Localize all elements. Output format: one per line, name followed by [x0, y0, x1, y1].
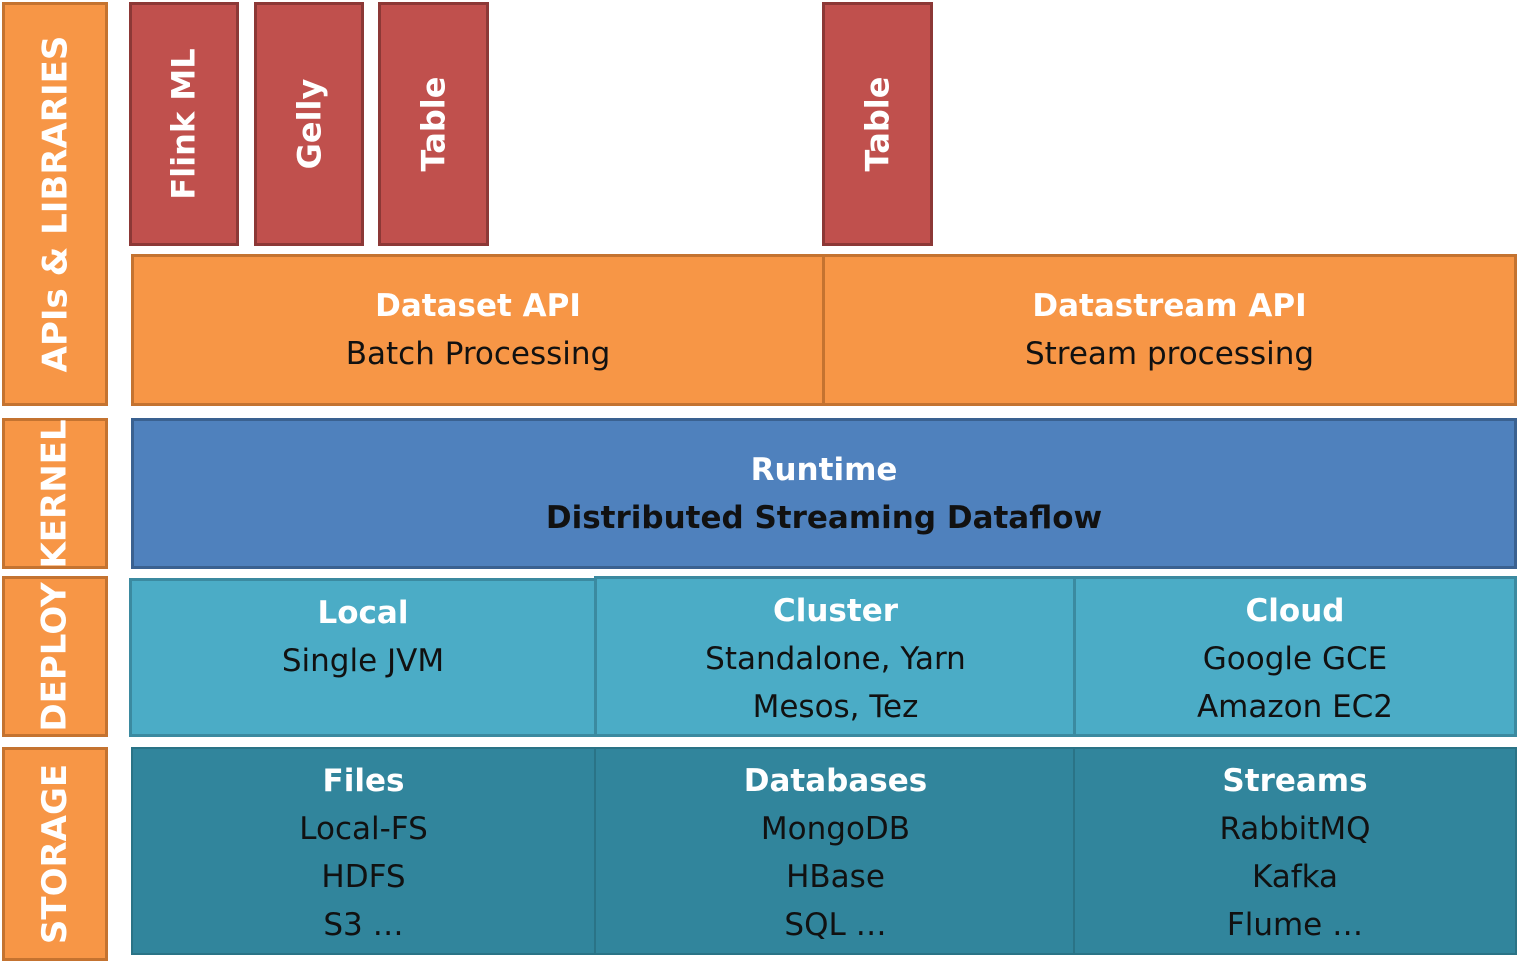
runtime-box: Runtime Distributed Streaming Dataflow [131, 418, 1517, 569]
deploy-local-title: Local [317, 595, 409, 631]
library-table-stream-label: Table [858, 76, 897, 172]
storage-files-line-1: Local-FS [299, 811, 428, 847]
deploy-cloud-title: Cloud [1245, 593, 1345, 629]
layer-label-kernel: KERNEL [2, 418, 108, 569]
runtime-title: Runtime [750, 451, 898, 488]
layer-label-kernel-text: KERNEL [35, 418, 76, 569]
deploy-cloud-line-2: Amazon EC2 [1196, 689, 1394, 725]
dataset-api-box: Dataset API Batch Processing [131, 254, 825, 406]
library-gelly-label: Gelly [289, 78, 328, 170]
deploy-cluster-title: Cluster [772, 593, 899, 629]
storage-databases-line-3: SQL … [784, 907, 887, 943]
storage-databases-line-2: HBase [786, 859, 885, 895]
storage-streams-line-1: RabbitMQ [1219, 811, 1371, 847]
layer-label-deploy: DEPLOY [2, 576, 108, 737]
library-flink-ml-label: Flink ML [165, 48, 204, 200]
deploy-cluster-line-2: Mesos, Tez [752, 689, 919, 725]
dataset-api-subtitle: Batch Processing [345, 336, 611, 372]
storage-databases-box: Databases MongoDB HBase SQL … [594, 747, 1077, 955]
storage-databases-line-1: MongoDB [760, 811, 911, 847]
datastream-api-subtitle: Stream processing [1024, 336, 1315, 372]
runtime-subtitle: Distributed Streaming Dataflow [545, 499, 1103, 536]
dataset-api-title: Dataset API [375, 288, 581, 324]
library-table-stream: Table [822, 2, 933, 246]
deploy-cluster-line-1: Standalone, Yarn [705, 641, 966, 677]
library-flink-ml: Flink ML [129, 2, 239, 246]
deploy-local-box: Local Single JVM [129, 578, 597, 737]
storage-streams-line-3: Flume … [1226, 907, 1364, 943]
datastream-api-box: Datastream API Stream processing [822, 254, 1517, 406]
deploy-cloud-line-1: Google GCE [1202, 641, 1388, 677]
layer-label-storage: STORAGE [2, 747, 108, 961]
storage-streams-line-2: Kafka [1251, 859, 1339, 895]
datastream-api-title: Datastream API [1032, 288, 1307, 324]
library-table-batch: Table [378, 2, 489, 246]
storage-files-title: Files [322, 763, 405, 799]
deploy-local-line-1: Single JVM [281, 643, 445, 679]
storage-databases-title: Databases [743, 763, 928, 799]
deploy-cloud-box: Cloud Google GCE Amazon EC2 [1073, 576, 1517, 737]
library-table-batch-label: Table [414, 76, 453, 172]
storage-streams-box: Streams RabbitMQ Kafka Flume … [1073, 747, 1517, 955]
deploy-cluster-box: Cluster Standalone, Yarn Mesos, Tez [594, 576, 1077, 737]
storage-files-line-2: HDFS [321, 859, 406, 895]
layer-label-apis: APIs & LIBRARIES [2, 2, 108, 406]
layer-label-apis-text: APIs & LIBRARIES [35, 35, 75, 373]
layer-label-storage-text: STORAGE [35, 763, 75, 945]
storage-files-line-3: S3 … [323, 907, 404, 943]
storage-files-box: Files Local-FS HDFS S3 … [131, 747, 596, 955]
library-gelly: Gelly [254, 2, 364, 246]
storage-streams-title: Streams [1222, 763, 1368, 799]
layer-label-deploy-text: DEPLOY [35, 581, 76, 732]
